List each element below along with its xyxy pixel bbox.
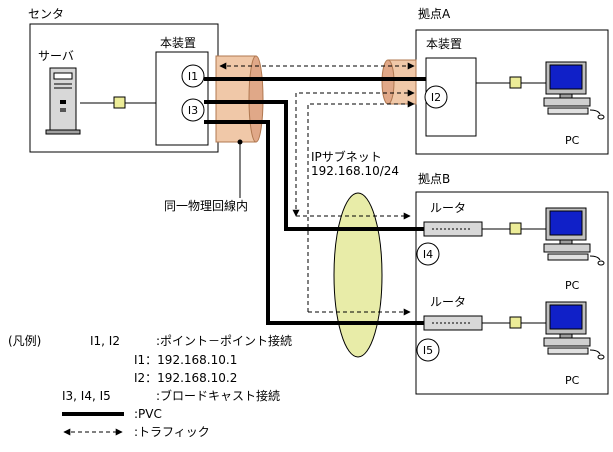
router-icon [423,221,483,237]
legend-i1-line: I1：192.168.10.1 [134,353,237,367]
interface-i4 [416,242,440,266]
interface-i1-label: I1 [188,70,198,83]
legend-i2-line: I2：192.168.10.2 [134,371,237,385]
interface-i5 [416,338,440,362]
subnet-title: IPサブネット [311,149,382,164]
center-device-box [155,51,209,146]
site-a-connector [509,76,522,89]
physical-line-label: 同一物理回線内 [164,198,248,213]
physical-line-tube-site-a [381,59,417,105]
router-1-connector [509,222,522,235]
pvc-lines [204,77,426,325]
router-1-label: ルータ [430,201,466,215]
site-a-pc-label: PC [565,134,580,147]
legend-broadcast-desc: :ブロードキャスト接続 [156,388,280,403]
legend-p2p-ids: I1, I2 [90,334,120,348]
physical-line-tube-center [215,55,264,143]
subnet-address: 192.168.10/24 [311,164,399,178]
server-icon [45,67,81,135]
interface-i5-label: I5 [423,344,433,357]
center-site: センタ サーバ 本装置 I1 I3 [28,7,219,153]
site-b: 拠点B ルータ I4 PC ルータ I5 [415,172,609,395]
site-a-label: 拠点A [418,7,451,21]
center-site-label: センタ [28,7,64,21]
legend-title: (凡例) [8,334,41,348]
legend-broadcast-ids: I3, I4, I5 [62,389,111,403]
site-a-device-label: 本装置 [426,37,462,51]
router-2-connector [509,316,522,329]
interface-i3-label: I3 [188,104,198,117]
site-b-label: 拠点B [418,172,450,186]
pc-icon [543,207,605,266]
subnet-ellipse [333,192,383,358]
pc-icon [543,61,605,120]
pc-icon [543,301,605,360]
interface-i2 [424,85,448,109]
interface-i2-label: I2 [431,91,441,104]
site-b-pc1-label: PC [565,279,580,292]
legend: (凡例) I1, I2 :ポイント－ポイント接続 I1：192.168.10.1… [8,333,292,439]
site-a: 拠点A 本装置 I2 PC [415,7,609,155]
server-connector [113,96,126,109]
center-device-label: 本装置 [160,36,196,50]
traffic-lines [219,62,415,316]
legend-traffic-desc: :トラフィック [134,425,210,439]
interface-i1 [181,64,205,88]
legend-p2p-desc: :ポイント－ポイント接続 [156,333,292,348]
server-label: サーバ [38,49,74,63]
interface-i3 [181,98,205,122]
legend-pvc-desc: :PVC [134,407,162,421]
site-b-pc2-label: PC [565,374,580,387]
router-icon [423,315,483,331]
router-2-label: ルータ [430,295,466,309]
interface-i4-label: I4 [423,248,433,261]
